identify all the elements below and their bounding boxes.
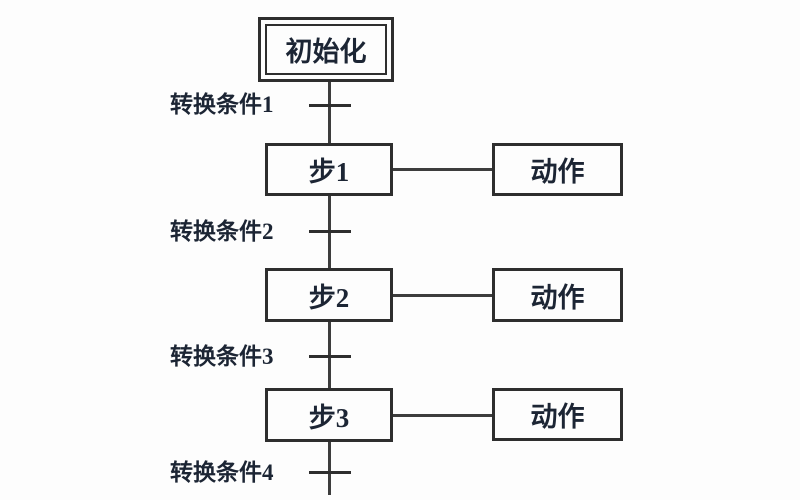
transition-2-bar xyxy=(309,230,351,233)
transition-1-bar xyxy=(309,104,351,107)
initial-step-inner-border: 初始化 xyxy=(265,24,387,75)
transition-2-label: 转换条件2 xyxy=(170,219,274,244)
action-2-box: 动作 xyxy=(492,268,623,322)
action-1-box: 动作 xyxy=(492,143,623,196)
step-1-label: 步1 xyxy=(308,157,350,187)
step-1-action-connector xyxy=(393,168,492,171)
action-3-box: 动作 xyxy=(492,388,623,441)
transition-4-label: 转换条件4 xyxy=(170,460,274,485)
initial-step-label: 初始化 xyxy=(285,37,367,67)
transition-3-label: 转换条件3 xyxy=(170,344,274,369)
step-2-action-connector xyxy=(393,294,492,297)
step-3-label: 步3 xyxy=(308,402,350,433)
transition-4-bar xyxy=(309,471,351,474)
action-1-label: 动作 xyxy=(530,157,585,187)
step-2-box: 步2 xyxy=(265,268,393,322)
step-2-label: 步2 xyxy=(308,282,350,313)
transition-1-label: 转换条件1 xyxy=(170,92,274,117)
step-1-box: 步1 xyxy=(265,143,393,196)
step-3-box: 步3 xyxy=(265,388,393,442)
action-2-label: 动作 xyxy=(530,282,585,313)
step-3-action-connector xyxy=(393,414,492,417)
initial-step-box: 初始化 xyxy=(258,17,394,82)
transition-3-bar xyxy=(309,355,351,358)
action-3-label: 动作 xyxy=(530,402,585,432)
